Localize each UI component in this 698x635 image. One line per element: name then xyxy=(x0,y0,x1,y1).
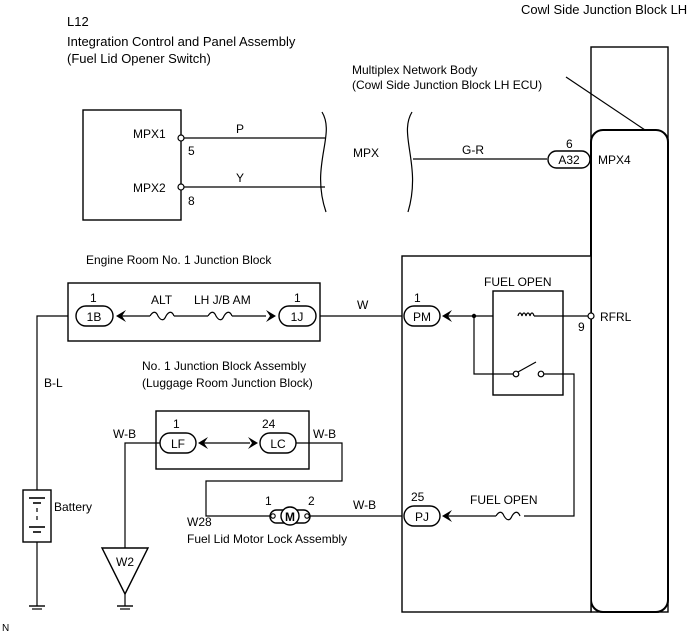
label-mpx1: MPX1 xyxy=(133,127,166,141)
label-lc: LC xyxy=(270,437,286,451)
label-l12-sub: (Fuel Lid Opener Switch) xyxy=(67,51,211,66)
label-motor-m: M xyxy=(285,510,295,524)
label-pj: PJ xyxy=(415,510,429,524)
label-pin-25: 25 xyxy=(411,490,425,504)
ground-w2-symbol xyxy=(100,547,150,596)
wire-break-right xyxy=(406,111,414,213)
label-cowl-side-junction-block: Cowl Side Junction Block LH xyxy=(521,2,687,17)
label-pin-24-lc: 24 xyxy=(262,417,276,431)
wire-w-b-right xyxy=(205,442,343,517)
label-w2: W2 xyxy=(116,555,134,569)
label-1b: 1B xyxy=(87,310,102,324)
terminal-rfrl xyxy=(587,312,595,320)
terminal-mpx1 xyxy=(177,134,185,142)
label-multiplex-sub: (Cowl Side Junction Block LH ECU) xyxy=(352,78,542,92)
label-wire-y: Y xyxy=(236,171,244,185)
relay-switch-contact-b xyxy=(537,370,545,378)
l12-component-box xyxy=(82,109,182,221)
label-fuel-open-fuse: FUEL OPEN xyxy=(470,493,538,507)
terminal-mpx2 xyxy=(177,183,185,191)
label-alt: ALT xyxy=(151,293,173,307)
terminal-arrow-pm xyxy=(442,310,452,322)
relay-coil xyxy=(517,312,535,317)
label-fuel-open-relay: FUEL OPEN xyxy=(484,275,552,289)
connector-a32 xyxy=(547,150,591,169)
label-pin-1-lf: 1 xyxy=(173,417,180,431)
terminal-arrow-lf xyxy=(198,437,208,449)
label-pin-6: 6 xyxy=(566,137,573,151)
label-a32: A32 xyxy=(558,153,580,167)
label-w28-code: W28 xyxy=(187,515,212,529)
label-pin-5: 5 xyxy=(188,144,195,158)
motor-terminal xyxy=(304,513,310,519)
label-wire-w-b-right: W-B xyxy=(313,427,336,441)
label-wire-b-l: B-L xyxy=(44,376,63,390)
wire-b-l xyxy=(36,315,68,490)
fuel-open-relay-box xyxy=(492,290,564,396)
relay-switch-contact-a xyxy=(512,370,520,378)
label-wire-w-b-motor: W-B xyxy=(353,498,376,512)
label-l12-code: L12 xyxy=(67,14,89,29)
label-mpx: MPX xyxy=(353,146,379,160)
fuse-lh-jb-am xyxy=(207,311,233,321)
label-pin-1-1j: 1 xyxy=(294,291,301,305)
terminal-arrow-lc xyxy=(248,437,258,449)
label-battery: Battery xyxy=(54,500,92,514)
leader-line-cowl xyxy=(565,76,646,131)
label-rfrl: RFRL xyxy=(600,310,632,324)
connector-1j xyxy=(278,305,317,327)
fuse-alt xyxy=(149,311,175,321)
label-mpx4: MPX4 xyxy=(598,153,631,167)
label-w28-name: Fuel Lid Motor Lock Assembly xyxy=(187,532,347,546)
label-engine-room-jb: Engine Room No. 1 Junction Block xyxy=(86,253,272,267)
label-1j: 1J xyxy=(291,310,304,324)
label-wire-w-b-left: W-B xyxy=(113,427,136,441)
relay-output-wire xyxy=(524,373,575,517)
label-mpx2: MPX2 xyxy=(133,181,166,195)
terminal-arrow-1j xyxy=(266,310,276,322)
connector-pm xyxy=(403,305,441,327)
label-pin-1-1b: 1 xyxy=(90,291,97,305)
cowl-side-ecu-box xyxy=(590,129,669,613)
wire-w-b-left xyxy=(124,442,160,548)
label-wire-g-r: G-R xyxy=(462,143,484,157)
motor-icon xyxy=(280,506,300,526)
label-pin-9: 9 xyxy=(578,320,585,334)
label-motor-pin-2: 2 xyxy=(308,494,315,508)
label-motor-pin-1: 1 xyxy=(265,494,272,508)
label-l12-name: Integration Control and Panel Assembly xyxy=(67,34,296,49)
corner-mark: N xyxy=(2,623,9,634)
terminal-arrow-pj xyxy=(442,510,452,522)
label-no1-jb-sub: (Luggage Room Junction Block) xyxy=(142,376,313,390)
relay-switch-feed xyxy=(473,316,513,375)
connector-pj xyxy=(403,505,441,527)
terminal-arrow-1b xyxy=(116,310,126,322)
fuse-fuel-open xyxy=(495,511,521,521)
label-wire-w: W xyxy=(357,298,369,312)
label-pm: PM xyxy=(413,310,431,324)
label-multiplex-network-body: Multiplex Network Body xyxy=(352,63,477,77)
wire-break-left xyxy=(320,111,327,213)
label-no1-jb: No. 1 Junction Block Assembly xyxy=(142,359,306,373)
motor-terminal xyxy=(270,513,276,519)
relay-switch-blade xyxy=(517,361,537,373)
label-pin-1-pm: 1 xyxy=(414,291,421,305)
label-pin-8: 8 xyxy=(188,194,195,208)
connector-1b xyxy=(75,305,114,327)
label-lh-jb-am: LH J/B AM xyxy=(194,293,251,307)
label-wire-p: P xyxy=(236,122,244,136)
label-lf: LF xyxy=(171,437,185,451)
